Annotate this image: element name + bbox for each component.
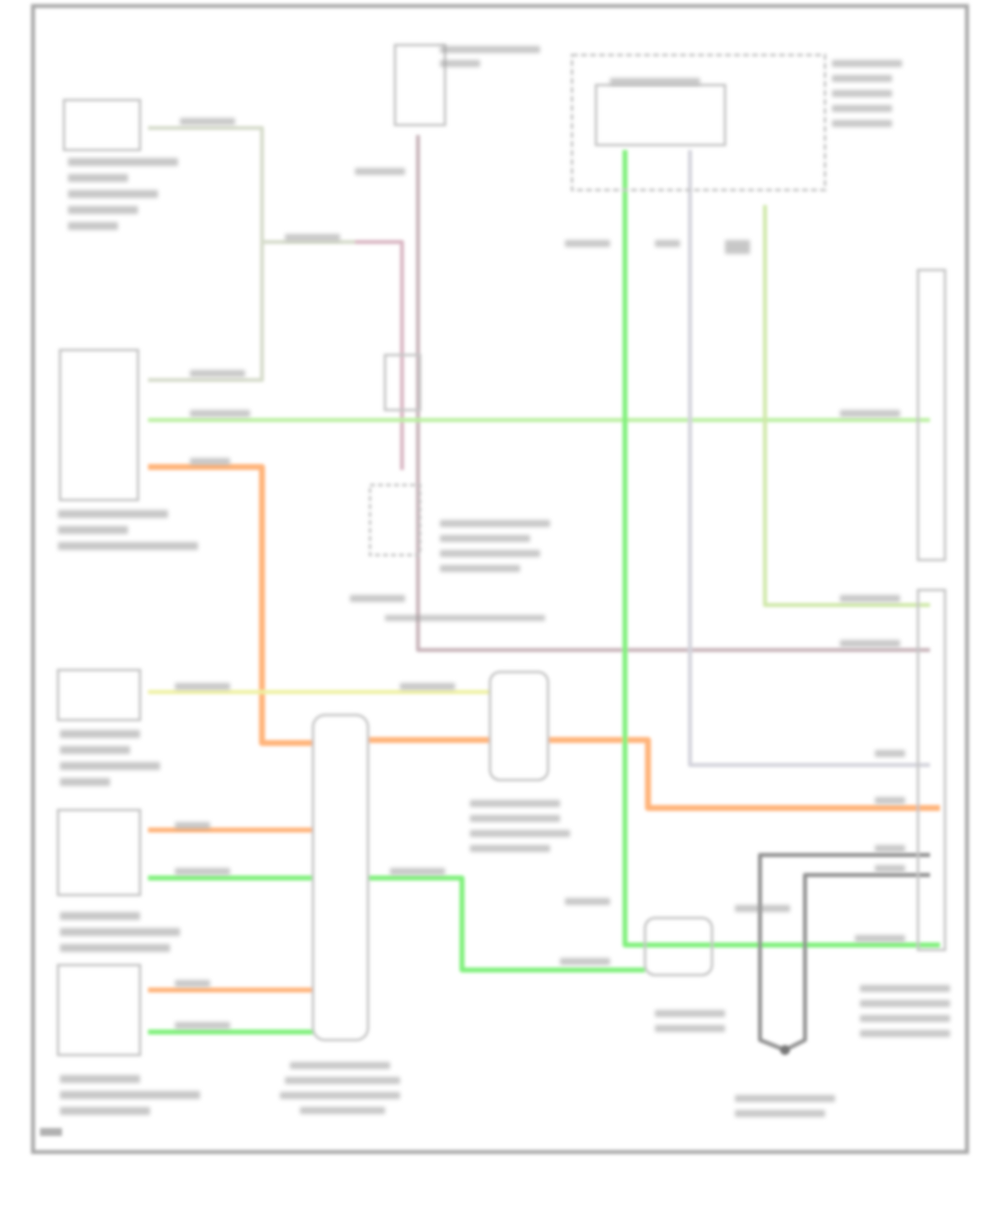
junction-connector-tall [311,713,370,1042]
diagram-frame [31,4,969,1154]
top-connector [393,43,447,127]
junction-connector-low [643,916,714,977]
wire-pink [355,240,404,470]
wire-yellow-green [763,205,930,607]
sensor-box-3 [56,668,142,722]
module-inner [594,83,727,147]
control-module-box [58,348,140,502]
ground-icon [780,1045,790,1055]
right-connector-lower [916,588,947,952]
right-connector-upper [916,268,947,562]
wire-bright-green [622,150,940,948]
sensor-box-5 [56,963,142,1057]
sensor-box-1 [62,98,142,152]
wire-orange-main [148,464,940,811]
wire-gray [688,150,930,767]
splice-block [383,353,422,412]
label-blocks [58,46,950,1117]
joint-connector [368,483,422,557]
wire-dark-gray [758,853,930,1052]
sensor-box-4 [56,808,142,897]
wire-pink-gray [416,135,930,652]
junction-connector-mid [488,670,550,782]
wire-orange-2 [148,827,313,993]
wire-gray-green [148,126,355,382]
module-outer [570,53,827,192]
diagram-id-label [40,1128,62,1136]
wire-green-2 [148,875,645,1035]
